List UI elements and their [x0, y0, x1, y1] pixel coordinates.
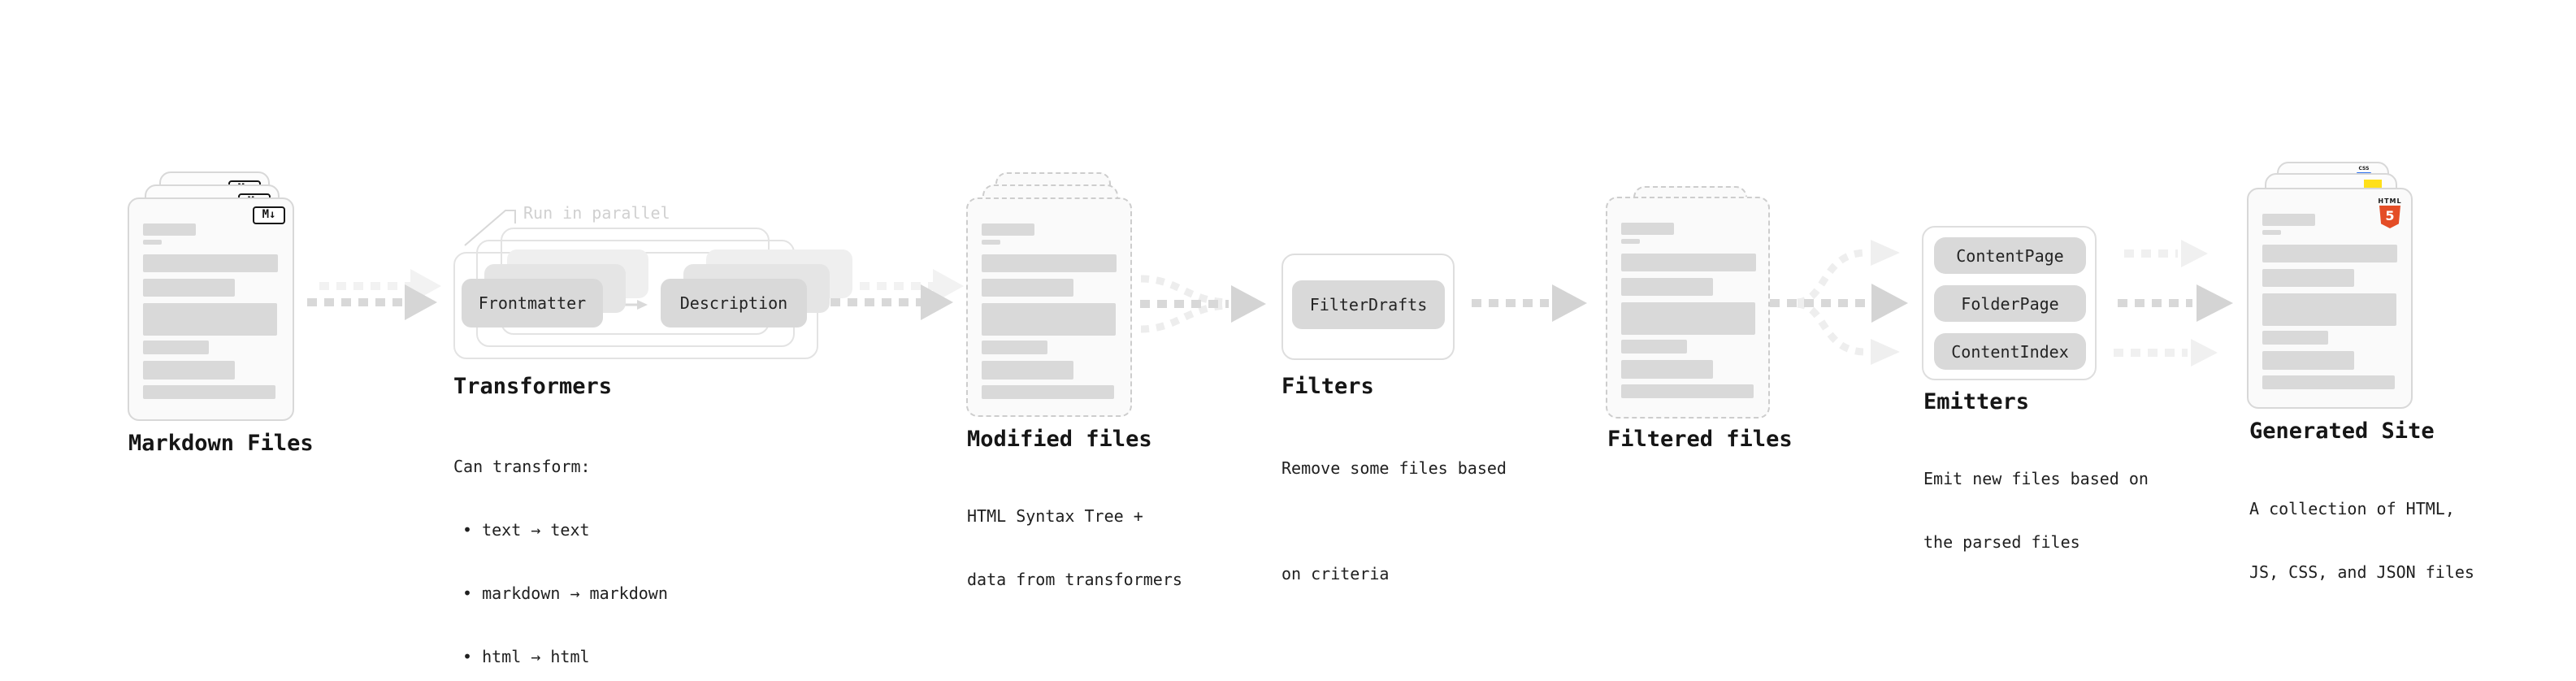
contentpage-emitter: ContentPage	[1934, 237, 2086, 274]
stage-label-modified-files: Modified files	[967, 427, 1152, 452]
skeleton-bar	[982, 385, 1114, 399]
desc-line: A collection of HTML,	[2249, 499, 2455, 518]
stage-label-generated-site: Generated Site	[2249, 419, 2435, 444]
modified-files-description: HTML Syntax Tree + data from transformer…	[967, 463, 1182, 632]
skeleton-bar	[1621, 278, 1713, 296]
arrow-filters-to-filtered	[1472, 284, 1587, 322]
run-in-parallel-note: Run in parallel	[523, 203, 670, 223]
stage-label-filtered-files: Filtered files	[1607, 427, 1793, 452]
skeleton-bar	[1621, 223, 1674, 235]
filterdrafts-filter: FilterDrafts	[1292, 280, 1445, 329]
contentindex-emitter: ContentIndex	[1934, 333, 2086, 370]
skeleton-bar	[1621, 340, 1687, 354]
html5-icon: HTML 5	[2375, 197, 2405, 228]
skeleton-bar	[143, 254, 278, 272]
skeleton-bar	[143, 361, 235, 380]
emitters-frame	[1922, 226, 2097, 380]
html5-icon-shield: 5	[2379, 206, 2400, 228]
skeleton-bar	[982, 240, 1000, 245]
skeleton-bar	[982, 361, 1073, 380]
skeleton-bar	[2262, 214, 2315, 226]
stage-label-emitters: Emitters	[1923, 389, 2030, 414]
stage-label-markdown-files: Markdown Files	[128, 431, 314, 456]
arrow-markdown-to-transformers	[307, 269, 441, 320]
skeleton-bar	[2262, 375, 2395, 389]
html5-icon-label: HTML	[2378, 197, 2402, 205]
skeleton-bar	[143, 340, 209, 354]
frontmatter-transformer: Frontmatter	[462, 279, 603, 327]
skeleton-bar	[143, 279, 235, 297]
folderpage-emitter: FolderPage	[1934, 285, 2086, 322]
document-modified	[966, 197, 1132, 417]
skeleton-bar	[2262, 269, 2354, 287]
desc-line: HTML Syntax Tree +	[967, 506, 1143, 526]
markdown-icon: M↓	[253, 206, 285, 224]
desc-line: Remove some files based	[1281, 458, 1507, 478]
desc-bullet: • text → text	[462, 520, 590, 540]
arrow-filtered-to-emitters-fanout	[1770, 240, 1908, 365]
desc-line: JS, CSS, and JSON files	[2249, 562, 2474, 582]
skeleton-bar	[143, 240, 162, 245]
skeleton-bar	[2262, 245, 2397, 262]
desc-line: on criteria	[1281, 564, 1390, 583]
skeleton-bar	[982, 340, 1047, 354]
desc-line: Can transform:	[453, 457, 591, 476]
transformers-description: Can transform: • text → text • markdown …	[453, 414, 668, 681]
skeleton-bar	[143, 303, 277, 336]
document-html: HTML 5	[2247, 188, 2413, 409]
skeleton-bar	[2262, 230, 2281, 235]
html5-icon-number: 5	[2385, 208, 2395, 223]
stage-label-transformers: Transformers	[453, 374, 613, 399]
skeleton-bar	[1621, 302, 1755, 335]
desc-line: data from transformers	[967, 570, 1182, 589]
generated-site-description: A collection of HTML, JS, CSS, and JSON …	[2249, 456, 2474, 625]
skeleton-bar	[1621, 239, 1640, 244]
skeleton-bar	[143, 223, 196, 236]
skeleton-bar	[1621, 254, 1756, 271]
document-filtered	[1606, 197, 1770, 419]
skeleton-bar	[982, 279, 1073, 297]
css-icon-label: CSS	[2358, 166, 2370, 171]
skeleton-bar	[2262, 293, 2396, 326]
markdown-glyph: M↓	[262, 208, 276, 221]
skeleton-bar	[982, 303, 1116, 336]
skeleton-bar	[1621, 384, 1754, 398]
js-icon	[2364, 180, 2382, 189]
arrow-modified-to-filters-merge	[1140, 275, 1266, 333]
filters-frame	[1281, 254, 1455, 360]
skeleton-bar	[143, 385, 275, 399]
skeleton-bar	[1621, 360, 1713, 379]
document-markdown: M↓	[128, 197, 294, 421]
skeleton-bar	[2262, 331, 2328, 345]
desc-bullet: • markdown → markdown	[462, 583, 668, 603]
description-transformer: Description	[661, 279, 807, 327]
emitters-description: Emit new files based on the parsed files	[1923, 426, 2149, 595]
arrows-emitters-to-site	[2114, 240, 2233, 367]
skeleton-bar	[982, 223, 1034, 236]
desc-line: Emit new files based on	[1923, 469, 2149, 488]
skeleton-bar	[982, 254, 1117, 272]
desc-bullet: • html → html	[462, 647, 590, 666]
skeleton-bar	[2262, 351, 2354, 370]
filters-description: Remove some files based on criteria	[1281, 415, 1507, 627]
stage-label-filters: Filters	[1281, 374, 1374, 399]
desc-line: the parsed files	[1923, 532, 2080, 552]
